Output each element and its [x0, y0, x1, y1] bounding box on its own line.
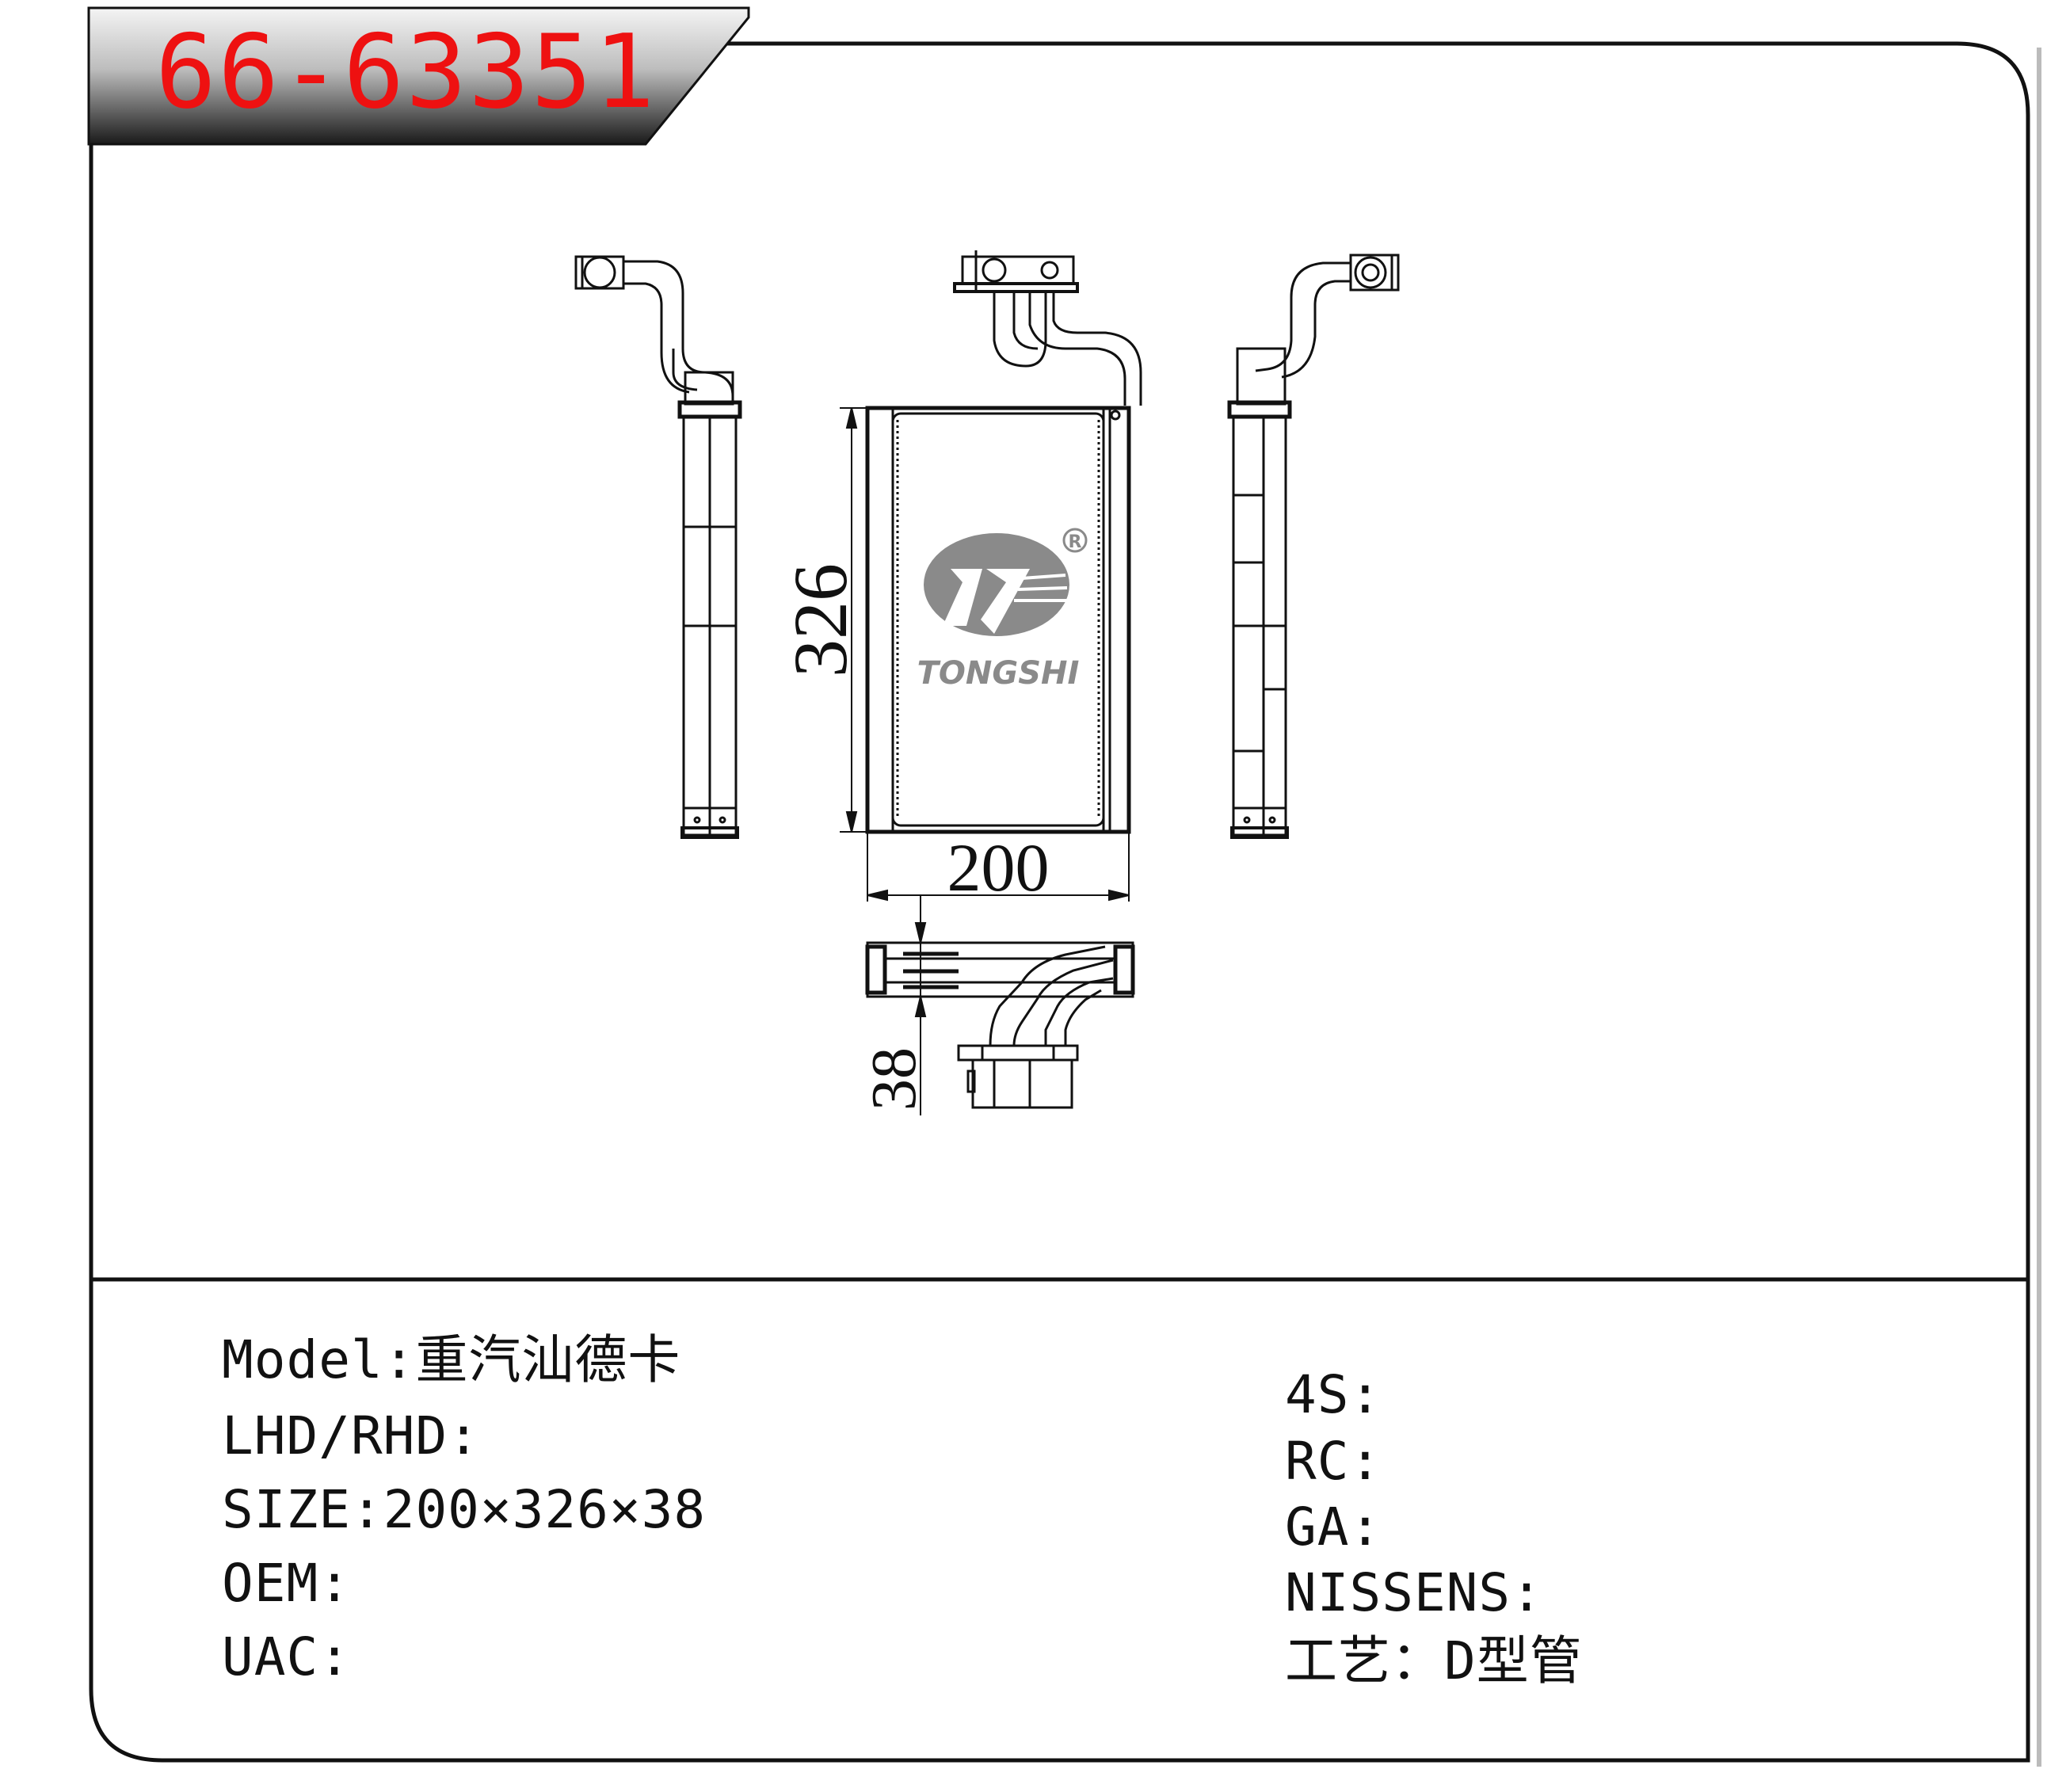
spec-label: OEM [222, 1553, 319, 1614]
spec-separator: : [318, 1553, 351, 1614]
spec-separator: : [383, 1329, 416, 1390]
spec-value: 重汽汕德卡 [415, 1329, 681, 1390]
spec-rc: RC: [1285, 1436, 1382, 1488]
bottom-view [865, 941, 1135, 1109]
spec-label: GA [1285, 1497, 1350, 1558]
spec-size: SIZE:200×326×38 [222, 1484, 706, 1536]
header-tab [87, 6, 750, 146]
spec-label: NISSENS [1285, 1562, 1511, 1623]
spec-separator: : [1349, 1364, 1382, 1425]
spec-lhd-rhd: LHD/RHD: [222, 1410, 480, 1462]
front-view [865, 250, 1142, 834]
spec-label: SIZE [222, 1479, 351, 1540]
spec-process: 工艺：D型管 [1285, 1635, 1583, 1687]
spec-label: 4S [1285, 1364, 1350, 1425]
depth-dimension-label: 38 [860, 1047, 929, 1111]
spec-oem: OEM: [222, 1558, 351, 1610]
spec-label: RC [1285, 1431, 1350, 1492]
sheet-frame [89, 41, 2030, 1763]
spec-separator: : [1511, 1562, 1543, 1623]
width-dimension [867, 832, 1130, 902]
spec-separator: : [448, 1405, 480, 1466]
left-side-view [574, 255, 742, 839]
spec-label: LHD/RHD [222, 1405, 448, 1466]
part-number: 66-63351 [155, 13, 657, 132]
spec-separator: : [318, 1626, 351, 1687]
height-dimension [840, 407, 867, 833]
spec-label: UAC [222, 1626, 319, 1687]
registered-mark: R [1069, 532, 1082, 552]
spec-separator: ： [1391, 1630, 1444, 1691]
spec-value: D型管 [1444, 1630, 1583, 1691]
height-dimension-label: 326 [778, 563, 863, 677]
spec-label: 工艺 [1285, 1630, 1391, 1691]
depth-dimension [907, 895, 931, 1115]
spec-ga: GA: [1285, 1501, 1382, 1554]
right-side-view [1227, 254, 1400, 839]
spec-separator: : [350, 1479, 383, 1540]
spec-nissens: NISSENS: [1285, 1567, 1543, 1619]
spec-uac: UAC: [222, 1631, 351, 1683]
spec-separator: : [1349, 1497, 1382, 1558]
spec-value: 200×326×38 [383, 1479, 707, 1540]
spec-label: Model [222, 1329, 383, 1390]
tongshi-logo: R TONGSHI [917, 528, 1088, 692]
spec-separator: : [1349, 1431, 1382, 1492]
brand-name: TONGSHI [917, 655, 1080, 692]
spec-model: Model:重汽汕德卡 [222, 1334, 680, 1386]
spec-4s: 4S: [1285, 1369, 1382, 1421]
width-dimension-label: 200 [947, 829, 1050, 906]
